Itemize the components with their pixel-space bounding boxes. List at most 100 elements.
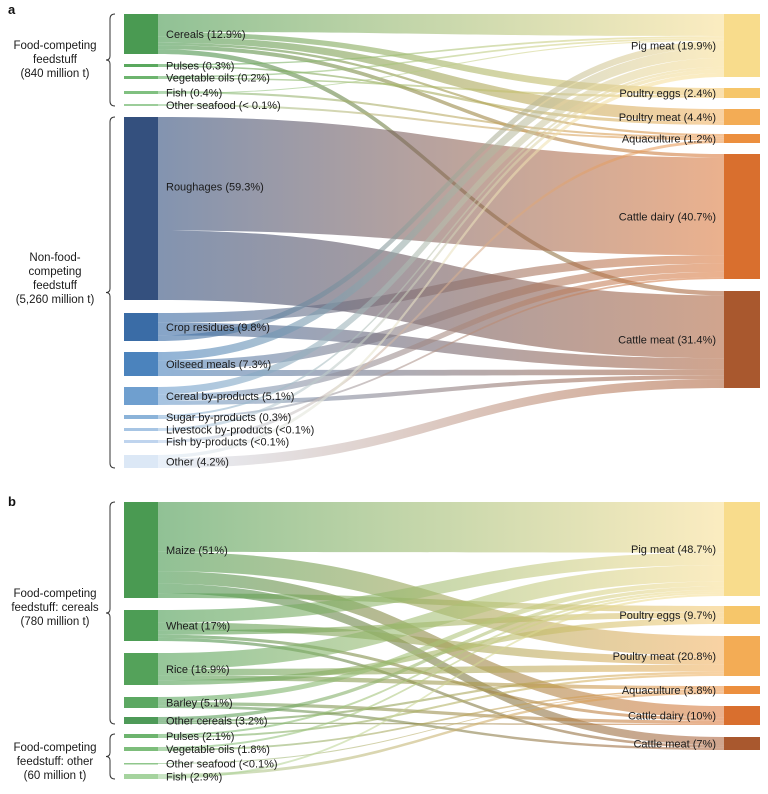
panel_b-source-label-0: Maize (51%)	[166, 545, 228, 557]
panel_b-link-5-0	[158, 589, 724, 736]
panel_b-link-4-4	[158, 722, 724, 725]
panel_a-link-2-0	[158, 37, 724, 78]
panel_a-link-3-3	[158, 91, 724, 139]
panel_b-target-label-2: Poultry meat (20.8%)	[613, 651, 716, 663]
panel_b-link-0-0	[158, 502, 724, 553]
panel_b-letter: b	[8, 494, 16, 509]
panel_a-link-8-4	[158, 271, 724, 401]
panel_b-source-node-1	[124, 610, 158, 641]
panel_b-source-node-2	[124, 653, 158, 685]
panel_a-source-node-6	[124, 313, 158, 341]
panel_a-group-1-line-1: competing	[28, 266, 81, 278]
panel_b-source-label-4: Other cereals (3.2%)	[166, 716, 267, 728]
panel_b-link-4-0	[158, 586, 724, 721]
flow-links	[158, 14, 724, 779]
panel_a-link-5-5	[158, 230, 724, 359]
panel_a-link-0-3	[158, 42, 724, 137]
panel_b-link-0-5	[158, 583, 724, 746]
panel_a-target-label-2: Poultry meat (4.4%)	[619, 112, 716, 124]
panel_b-link-4-2	[158, 671, 724, 723]
panel_b-group-1-brace	[105, 733, 116, 780]
panel_b-source-node-8	[124, 774, 158, 779]
panel_b-group-0-line-2: (780 million t)	[20, 616, 89, 628]
panel_a-source-node-11	[124, 440, 158, 443]
panel_b-target-label-3: Aquaculture (3.8%)	[622, 685, 716, 697]
panel_a-target-label-4: Cattle dairy (40.7%)	[619, 212, 716, 224]
panel_a-link-12-0	[158, 73, 724, 459]
panel_a-link-7-5	[158, 369, 724, 376]
panel_a-link-10-0	[158, 69, 724, 432]
panel_a-link-8-5	[158, 375, 724, 405]
panel_a-link-6-5	[158, 322, 724, 370]
panel_a-link-6-0	[158, 40, 724, 341]
panel_b-source-node-4	[124, 717, 158, 724]
panel_a-source-label-12: Other (4.2%)	[166, 457, 229, 469]
panel_b-target-label-5: Cattle meat (7%)	[633, 739, 716, 751]
panel_a-source-node-10	[124, 428, 158, 431]
panel_a-source-label-4: Other seafood (< 0.1%)	[166, 100, 281, 112]
panel_b-link-8-0	[158, 593, 724, 779]
flow-nodes	[124, 14, 760, 779]
panel_b-target-node-4	[724, 706, 760, 725]
panel_b-group-1-line-1: feedstuff: other	[17, 756, 94, 768]
panel_b-link-1-0	[158, 552, 724, 623]
panel_a-group-1-line-0: Non-food-	[29, 252, 80, 264]
panel_a-link-5-4	[158, 117, 724, 256]
panel_a-link-7-0	[158, 47, 724, 361]
panel_a-target-node-1	[724, 88, 760, 98]
panel_b-source-label-8: Fish (2.9%)	[166, 772, 222, 784]
panel_a-target-node-0	[724, 14, 760, 77]
panel_b-target-label-0: Pig meat (48.7%)	[631, 544, 716, 556]
panel_b-source-label-1: Wheat (17%)	[166, 621, 230, 633]
panel_b-target-node-3	[724, 686, 760, 694]
panel_a-group-1-line-3: (5,260 million t)	[16, 294, 95, 306]
panel_a-link-0-1	[158, 32, 724, 96]
panel_a-link-9-4	[158, 277, 724, 419]
panel_a-target-node-3	[724, 134, 760, 143]
panel_a-source-label-7: Oilseed meals (7.3%)	[166, 359, 271, 371]
panel_a-source-label-1: Pulses (0.3%)	[166, 61, 234, 73]
panel_a-source-label-8: Cereal by-products (5.1%)	[166, 391, 294, 403]
panel_a-source-node-1	[124, 64, 158, 67]
panel_a-link-3-0	[158, 39, 724, 94]
panel_b-group-0-line-0: Food-competing	[13, 588, 96, 600]
panel_a-link-7-4	[158, 263, 724, 370]
panel_a-source-label-11: Fish by-products (<0.1%)	[166, 437, 289, 449]
panel_b-link-3-4	[158, 701, 724, 724]
panel_a-source-label-5: Roughages (59.3%)	[166, 182, 264, 194]
panel_a-link-11-3	[158, 140, 724, 443]
panel_b-source-label-5: Pulses (2.1%)	[166, 731, 234, 743]
panel_b-target-node-5	[724, 737, 760, 750]
panel_b-source-node-6	[124, 747, 158, 751]
panel_b-source-node-3	[124, 697, 158, 708]
panel_b-link-0-1	[158, 593, 724, 613]
panel_b-target-node-1	[724, 606, 760, 624]
panel_b-source-label-2: Rice (16.9%)	[166, 664, 230, 676]
panel_a-target-node-5	[724, 291, 760, 388]
panel_a-group-0-line-0: Food-competing	[13, 40, 96, 52]
panel_a-source-label-6: Crop residues (9.8%)	[166, 322, 270, 334]
flow-labels: Cereals (12.9%)Pulses (0.3%)Vegetable oi…	[166, 29, 716, 784]
panel_a-link-12-5	[158, 379, 724, 468]
panel_a-group-0-line-1: feedstuff	[33, 54, 78, 66]
panel_a-source-node-5	[124, 117, 158, 300]
panel_b-link-2-3	[158, 675, 724, 690]
panel_a-target-label-3: Aquaculture (1.2%)	[622, 134, 716, 146]
panel_a-link-9-0	[158, 66, 724, 417]
panel_b-group-0-brace	[105, 501, 116, 725]
panel_a-source-label-9: Sugar by-products (0.3%)	[166, 412, 291, 424]
panel_b-link-6-3	[158, 689, 724, 751]
panel_b-target-node-2	[724, 636, 760, 676]
panel_b-link-1-5	[158, 637, 724, 748]
panel_a-source-node-4	[124, 104, 158, 106]
panel_b-link-2-1	[158, 617, 724, 685]
panel_b-source-node-0	[124, 502, 158, 598]
panel_b-link-6-0	[158, 591, 724, 749]
panel_a-target-node-2	[724, 109, 760, 125]
panel_b-source-label-6: Vegetable oils (1.8%)	[166, 744, 270, 756]
panel_b-source-node-7	[124, 763, 158, 765]
panel_a-source-node-2	[124, 76, 158, 79]
panel_a-letter: a	[8, 2, 16, 17]
panel_a-link-4-3	[158, 104, 724, 141]
